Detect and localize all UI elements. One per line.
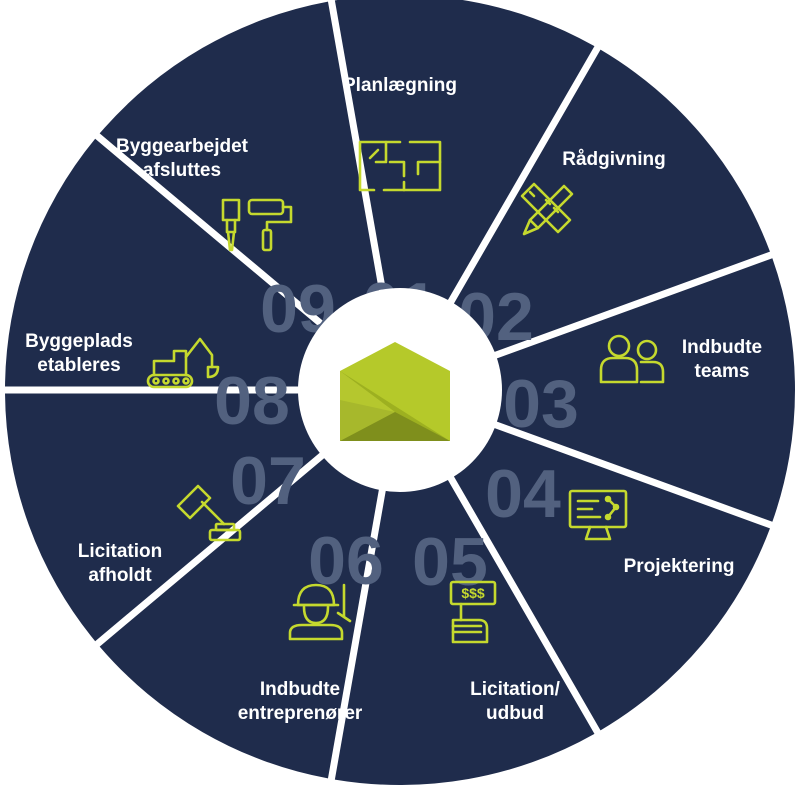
segment-03 <box>493 258 795 522</box>
envelope-logo-icon <box>340 342 450 441</box>
segment-number-08: 08 <box>214 363 290 439</box>
svg-text:$$$: $$$ <box>461 585 485 601</box>
segment-01 <box>334 0 595 304</box>
segment-label-05: Licitation/udbud <box>470 679 560 724</box>
segment-04 <box>451 426 770 731</box>
segment-number-03: 03 <box>503 366 579 442</box>
segment-label-06: Indbudte entreprenører <box>238 679 363 724</box>
floor-plan-icon <box>358 140 442 192</box>
segment-number-07: 07 <box>230 443 306 519</box>
paint-brush-roller-icon <box>221 198 293 252</box>
segment-number-06: 06 <box>308 523 384 599</box>
segment-label-line: entreprenører <box>238 703 363 724</box>
gavel-icon <box>176 484 242 542</box>
segment-label-07: Licitation afholdt <box>78 541 162 586</box>
segment-label-line: Byggearbejdet <box>116 136 249 157</box>
segment-label-line: Indbudte <box>260 679 340 700</box>
segment-label-line: Indbudte <box>682 337 762 358</box>
segment-label-09: Byggearbejdet afsluttes <box>116 136 249 181</box>
segment-number-04: 04 <box>485 456 561 532</box>
segment-label-line: Licitation <box>78 541 162 562</box>
segment-06 <box>99 455 380 779</box>
computer-monitor-icon <box>568 489 628 541</box>
construction-worker-icon <box>288 583 352 641</box>
segment-label-02: Rådgivning <box>562 149 665 170</box>
segment-07 <box>5 393 323 642</box>
segment-label-line: Planlægning <box>343 75 457 96</box>
segment-label-line: Byggeplads <box>25 331 133 352</box>
segment-label-03: Indbudte teams <box>682 337 762 382</box>
segment-label-line: etableres <box>37 355 120 376</box>
segment-label-line: Projektering <box>624 556 735 577</box>
segment-label-01: Planlægning <box>343 75 457 96</box>
segment-label-line: teams <box>695 361 750 382</box>
segment-label-line: Rådgivning <box>562 149 665 170</box>
segment-label-04: Projektering <box>624 556 735 577</box>
people-icon <box>599 334 665 384</box>
segment-label-08: Byggeplads etableres <box>25 331 133 376</box>
segment-label-line: Licitation/ <box>470 679 560 700</box>
pencil-ruler-icon <box>520 182 574 236</box>
segment-label-line: afholdt <box>88 565 152 586</box>
bid-sign-icon: $$$ <box>449 580 497 644</box>
segment-08 <box>5 138 323 387</box>
segment-09 <box>99 1 380 325</box>
excavator-icon <box>146 337 220 389</box>
segment-label-line: afsluttes <box>143 160 221 181</box>
segment-label-line: udbud <box>486 703 544 724</box>
segment-02 <box>451 49 770 354</box>
